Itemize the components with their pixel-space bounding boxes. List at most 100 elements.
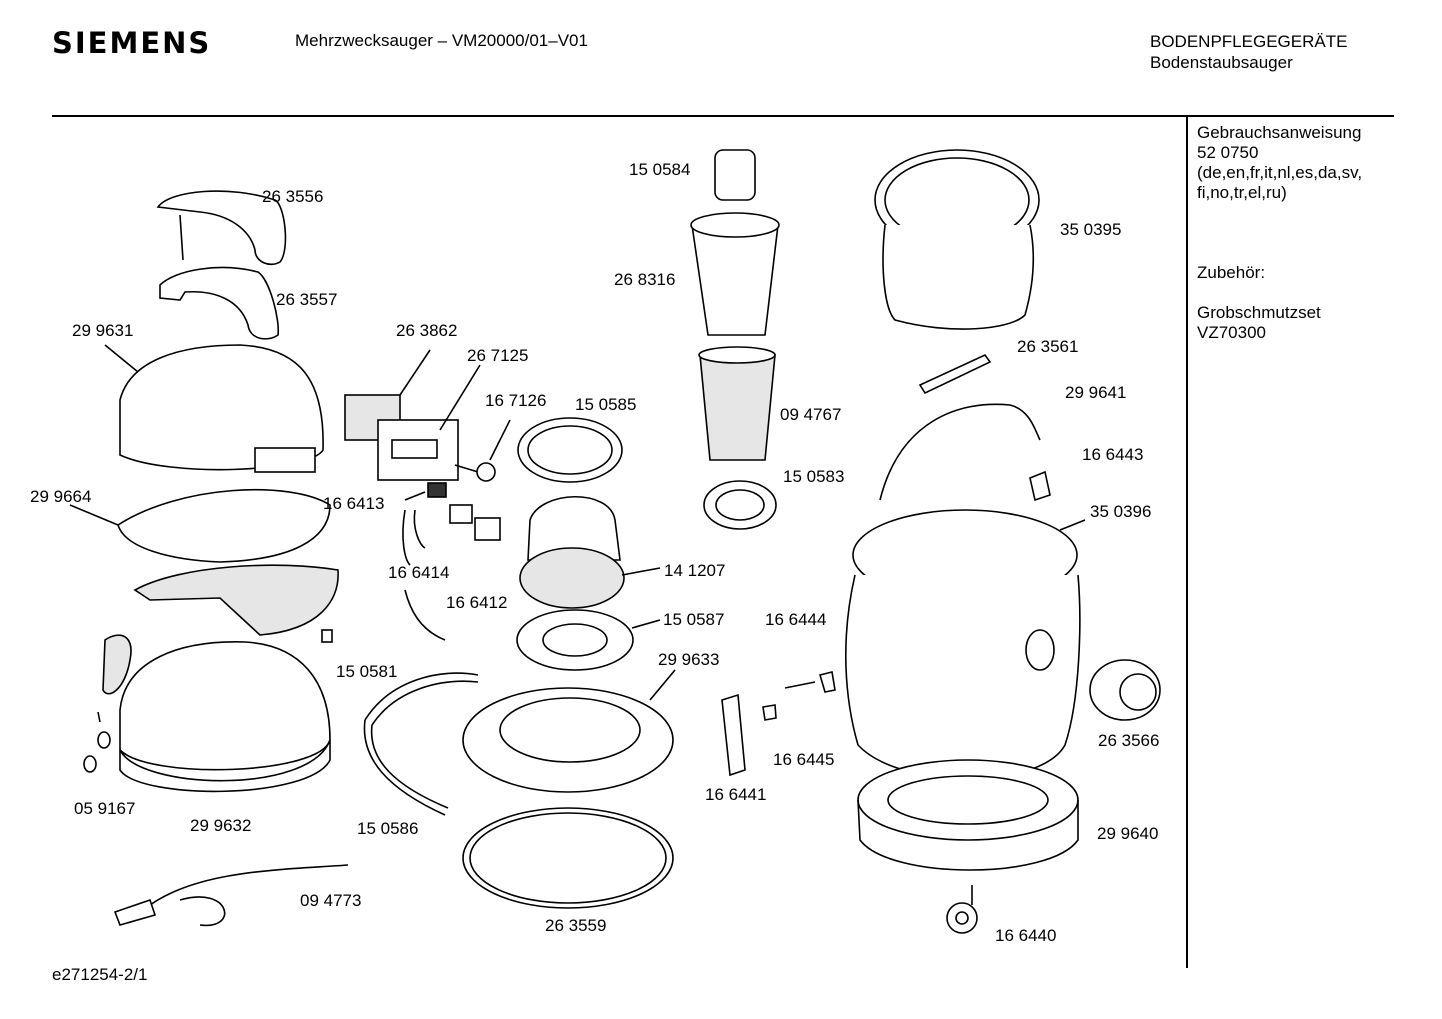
motor-lid bbox=[119, 344, 324, 471]
container-top-ring bbox=[462, 687, 674, 793]
part-number: 26 3557 bbox=[276, 290, 338, 309]
small-pin bbox=[97, 711, 101, 723]
motor-fan bbox=[519, 547, 625, 609]
latch-16-6441 bbox=[721, 693, 746, 777]
part-number: 35 0395 bbox=[1060, 220, 1122, 239]
power-plug bbox=[113, 898, 157, 926]
part-number: 35 0396 bbox=[1090, 502, 1152, 521]
panel-display bbox=[391, 439, 438, 459]
handle-screw bbox=[179, 214, 184, 261]
switch-16-6413 bbox=[427, 482, 447, 498]
siemens-logo: SIEMENS bbox=[52, 26, 212, 60]
chassis-ring bbox=[857, 759, 1079, 841]
category-sub: Bodenstaubsauger bbox=[1150, 53, 1293, 72]
clip-16-6445 bbox=[762, 704, 777, 721]
part-number: 14 1207 bbox=[664, 561, 726, 580]
part-number: 26 3862 bbox=[396, 321, 458, 340]
part-number: 09 4767 bbox=[780, 405, 842, 424]
chassis-ring-inner bbox=[887, 775, 1049, 825]
handle-base bbox=[159, 266, 280, 340]
part-number: 16 6445 bbox=[773, 750, 835, 769]
part-number: 15 0585 bbox=[575, 395, 637, 414]
clip-16-6444 bbox=[818, 671, 836, 693]
filter-cap bbox=[714, 149, 756, 201]
side-clip bbox=[102, 634, 132, 695]
bumper-wheel-inner bbox=[1119, 673, 1157, 711]
switch-16-6412 bbox=[474, 517, 501, 541]
part-number: 16 6414 bbox=[388, 563, 450, 582]
filter-disc bbox=[703, 480, 777, 530]
part-number: 16 6441 bbox=[705, 785, 767, 804]
part-number: 29 9632 bbox=[190, 816, 252, 835]
manual-label: Gebrauchsanweisung bbox=[1197, 123, 1362, 142]
basket-top bbox=[690, 212, 780, 238]
motor-ring-15-0585 bbox=[517, 417, 623, 483]
accessory-code: VZ70300 bbox=[1197, 323, 1266, 342]
filter-plate bbox=[117, 488, 331, 563]
part-number: 15 0581 bbox=[336, 662, 398, 681]
knob-shaft bbox=[454, 464, 479, 473]
fuse-15-0581 bbox=[321, 629, 333, 643]
container-leader bbox=[1059, 519, 1086, 531]
lid-window bbox=[254, 447, 316, 473]
wire-c bbox=[404, 589, 446, 641]
motor-ring-inner bbox=[527, 425, 613, 475]
part-number: 16 6413 bbox=[323, 494, 385, 513]
knob bbox=[476, 462, 496, 482]
gasket-ring bbox=[462, 807, 674, 909]
chassis-side bbox=[857, 799, 1079, 871]
accessory-name: Grobschmutzset bbox=[1197, 303, 1321, 322]
accessories-label: Zubehör: bbox=[1197, 263, 1266, 282]
filter-basket bbox=[691, 224, 779, 336]
handle-cover bbox=[156, 190, 287, 266]
part-number: 09 4773 bbox=[300, 891, 362, 910]
filter-cartridge bbox=[699, 354, 776, 461]
accessory-info: Grobschmutzset VZ70300 bbox=[1197, 303, 1321, 343]
part-number: 26 3559 bbox=[545, 916, 607, 935]
part-number: 15 0586 bbox=[357, 819, 419, 838]
manual-number: 52 0750 bbox=[1197, 143, 1259, 162]
cartridge-top bbox=[698, 346, 776, 364]
motor-housing-base bbox=[119, 641, 331, 771]
drawing-id: e271254-2/1 bbox=[52, 965, 148, 984]
product-category: BODENPFLEGEGERÄTE Bodenstaubsauger bbox=[1150, 31, 1347, 73]
manual-languages-1: (de,en,fr,it,nl,es,da,sv, bbox=[1197, 163, 1363, 182]
part-number: 26 3561 bbox=[1017, 337, 1079, 356]
part-number: 26 7125 bbox=[467, 346, 529, 365]
seal-strip bbox=[364, 672, 479, 726]
filter-felt bbox=[133, 564, 339, 636]
manual-info: Gebrauchsanweisung 52 0750 (de,en,fr,it,… bbox=[1197, 123, 1362, 203]
screw-16-6444 bbox=[784, 681, 816, 689]
part-number: 26 8316 bbox=[614, 270, 676, 289]
dust-bag-body bbox=[882, 224, 1035, 330]
header-rule bbox=[52, 115, 1394, 117]
part-number: 15 0587 bbox=[663, 610, 725, 629]
plug-05-9167 bbox=[97, 731, 111, 749]
motor-leader bbox=[621, 567, 661, 576]
sidebar-divider bbox=[1186, 117, 1188, 968]
part-number: 29 9631 bbox=[72, 321, 134, 340]
container-top-ring-inner bbox=[499, 697, 641, 763]
wire-b bbox=[413, 509, 426, 549]
switch-leader-1 bbox=[404, 491, 426, 501]
gasket-ring-inner bbox=[469, 812, 667, 904]
part-number: 16 6443 bbox=[1082, 445, 1144, 464]
document-title: Mehrzwecksauger – VM20000/01–V01 bbox=[295, 31, 588, 50]
part-number: 26 3566 bbox=[1098, 731, 1160, 750]
part-number: 29 9640 bbox=[1097, 824, 1159, 843]
part-number: 29 9664 bbox=[30, 487, 92, 506]
caster-wheel-hub bbox=[955, 911, 969, 925]
part-number: 16 6440 bbox=[995, 926, 1057, 945]
ring-leader bbox=[631, 619, 661, 629]
part-number: 26 3556 bbox=[262, 187, 324, 206]
power-cord bbox=[149, 864, 349, 927]
part-number: 16 7126 bbox=[485, 391, 547, 410]
bumper-wheel bbox=[1089, 659, 1161, 721]
category-main: BODENPFLEGEGERÄTE bbox=[1150, 32, 1348, 51]
carry-bail bbox=[879, 403, 1041, 501]
part-number: 16 6412 bbox=[446, 593, 508, 612]
cap-05-9167 bbox=[83, 755, 97, 773]
knob-leader bbox=[489, 419, 511, 461]
lid-leader bbox=[104, 344, 139, 373]
